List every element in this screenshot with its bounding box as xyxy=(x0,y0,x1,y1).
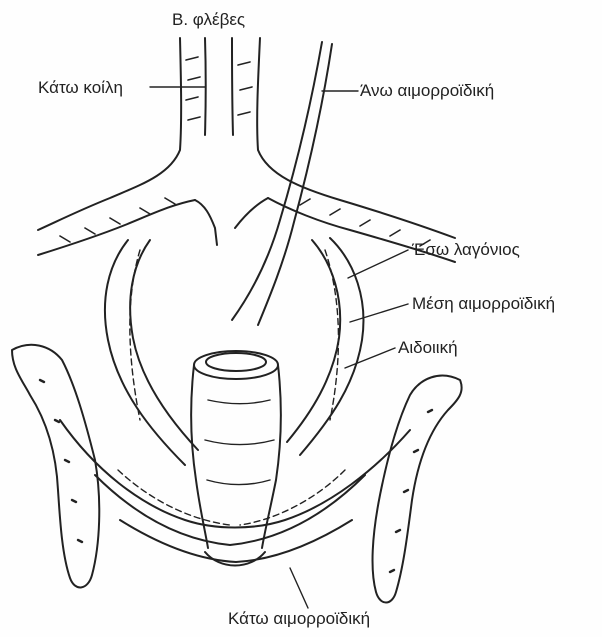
label-internal-iliac: Έσω λαγόνιος xyxy=(412,240,520,260)
pelvic-floor-veins xyxy=(60,420,410,566)
superior-hemorrhoidal-vein xyxy=(232,42,332,325)
label-inferior-hemorrhoidal: Κάτω αιμορροϊδική xyxy=(228,609,370,629)
label-superior-hemorrhoidal: Άνω αιμορροϊδική xyxy=(360,81,494,101)
common-iliac-veins xyxy=(38,198,455,262)
inferior-vena-cava xyxy=(38,38,455,238)
label-inferior-vena-cava: Κάτω κοίλη xyxy=(38,78,123,98)
label-middle-hemorrhoidal: Μέση αιμορροϊδική xyxy=(412,294,555,314)
left-pelvic-bone xyxy=(12,345,99,588)
label-great-veins: Β. φλέβες xyxy=(172,10,245,30)
leader-lines xyxy=(150,87,408,608)
label-pudendal: Αιδοιική xyxy=(398,338,458,358)
right-pelvic-bone xyxy=(373,376,462,603)
